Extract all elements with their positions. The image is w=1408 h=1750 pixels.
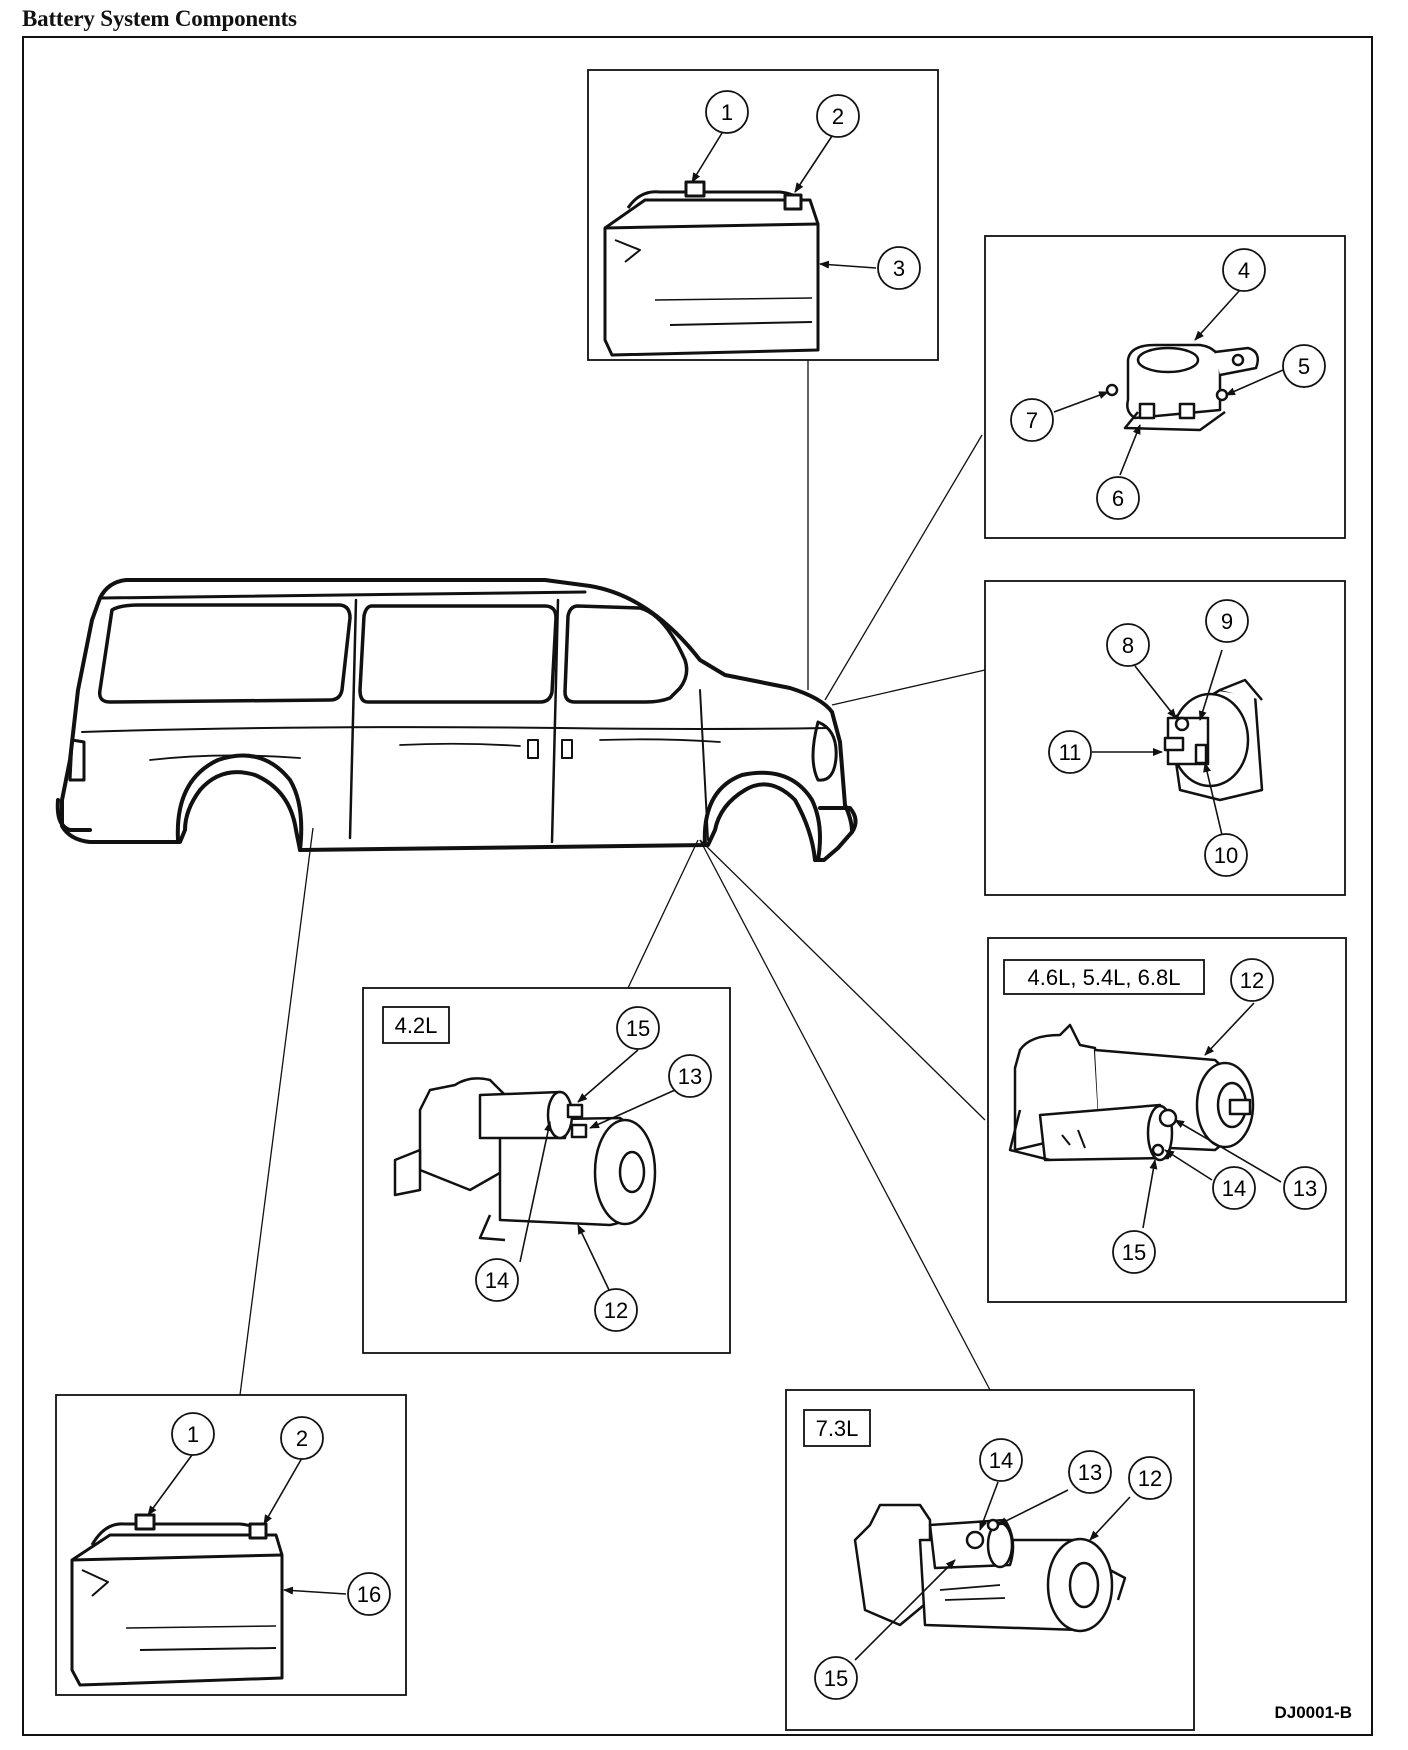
- engine-label-frame: [1003, 959, 1205, 995]
- callout-4: 4: [1222, 248, 1266, 292]
- callout-11: 11: [1048, 730, 1092, 774]
- callout-number: 9: [1221, 609, 1233, 634]
- callout-number: 13: [1078, 1460, 1102, 1485]
- callout-2: 2: [280, 1416, 324, 1460]
- battery-box-primary: [587, 69, 939, 361]
- callout-number: 1: [187, 1422, 199, 1447]
- callout-2: 2: [816, 94, 860, 138]
- engine-label-4-6l-5-4l-6-8l: 4.6L, 5.4L, 6.8L: [1028, 965, 1181, 990]
- van-illustration: [55, 578, 858, 862]
- engine-label-frame: [382, 1006, 450, 1044]
- callout-14: 14: [979, 1438, 1023, 1482]
- callout-number: 1: [721, 100, 733, 125]
- starter-relay-box: [984, 235, 1346, 539]
- callout-12: 12: [1128, 1456, 1172, 1500]
- diagram-title: Battery System Components: [22, 6, 297, 31]
- callout-14: 14: [475, 1258, 519, 1302]
- callout-number: 16: [357, 1582, 381, 1607]
- engine-label-7-3l: 7.3L: [816, 1416, 859, 1441]
- callout-13: 13: [1068, 1450, 1112, 1494]
- callout-number: 10: [1214, 843, 1238, 868]
- leader-lines: [239, 360, 991, 1396]
- callout-number: 7: [1026, 408, 1038, 433]
- callout-3: 3: [877, 246, 921, 290]
- callout-12: 12: [1230, 958, 1274, 1002]
- callout-15: 15: [1112, 1230, 1156, 1274]
- callout-number: 2: [832, 104, 844, 129]
- callout-number: 14: [989, 1448, 1013, 1473]
- starter-468-illustration: [1008, 1023, 1255, 1162]
- callout-13: 13: [1283, 1166, 1327, 1210]
- callout-number: 13: [1293, 1176, 1317, 1201]
- callout-number: 12: [604, 1298, 628, 1323]
- callout-1: 1: [705, 90, 749, 134]
- callout-15: 15: [616, 1006, 660, 1050]
- callout-number: 4: [1238, 258, 1250, 283]
- callout-number: 6: [1112, 486, 1124, 511]
- battery-box-auxiliary: [55, 1394, 407, 1696]
- starter-42-illustration: [393, 1077, 657, 1242]
- engine-labels: 4.2L 4.6L, 5.4L, 6.8L 7.3L: [395, 965, 1181, 1441]
- battery-illustration-auxiliary: [70, 1513, 284, 1687]
- figure-code: DJ0001-B: [1275, 1703, 1353, 1722]
- starter-solenoid-box: [984, 580, 1346, 896]
- starter-solenoid-illustration: [1163, 678, 1264, 802]
- callout-5: 5: [1282, 344, 1326, 388]
- callout-number: 15: [1122, 1240, 1146, 1265]
- starter-42-box: [362, 987, 731, 1354]
- callout-number: 3: [893, 256, 905, 281]
- battery-illustration: [603, 180, 820, 357]
- callout-13: 13: [668, 1054, 712, 1098]
- starter-73-box: [785, 1389, 1195, 1731]
- callout-14: 14: [1212, 1166, 1256, 1210]
- callout-12: 12: [594, 1288, 638, 1332]
- callout-7: 7: [1010, 398, 1054, 442]
- callout-number: 14: [1222, 1176, 1246, 1201]
- starter-73-illustration: [853, 1503, 1127, 1633]
- callout-number: 5: [1298, 354, 1310, 379]
- engine-label-frame: [803, 1409, 871, 1447]
- callout-number: 2: [296, 1426, 308, 1451]
- callout-number: 12: [1138, 1466, 1162, 1491]
- callout-6: 6: [1096, 476, 1140, 520]
- starter-relay-illustration: [1105, 343, 1259, 432]
- callout-1: 1: [171, 1412, 215, 1456]
- callout-15: 15: [814, 1656, 858, 1700]
- callout-number: 13: [678, 1064, 702, 1089]
- callout-8: 8: [1106, 623, 1150, 667]
- callout-number: 15: [824, 1666, 848, 1691]
- callout-labels: 1 2 3 4 5 6 7 8 9 10 11 12 13 14 15 15 1…: [171, 90, 1327, 1700]
- callout-number: 11: [1059, 740, 1082, 765]
- callout-arrows: [147, 132, 1284, 1661]
- callout-number: 8: [1122, 633, 1134, 658]
- callout-16: 16: [347, 1572, 391, 1616]
- callout-10: 10: [1204, 833, 1248, 877]
- callout-number: 14: [485, 1268, 509, 1293]
- callout-number: 15: [626, 1016, 650, 1041]
- starter-468-box: [987, 937, 1347, 1303]
- engine-label-4-2l: 4.2L: [395, 1013, 438, 1038]
- diagram-frame: [22, 36, 1373, 1736]
- callout-9: 9: [1205, 599, 1249, 643]
- callout-number: 12: [1240, 968, 1264, 993]
